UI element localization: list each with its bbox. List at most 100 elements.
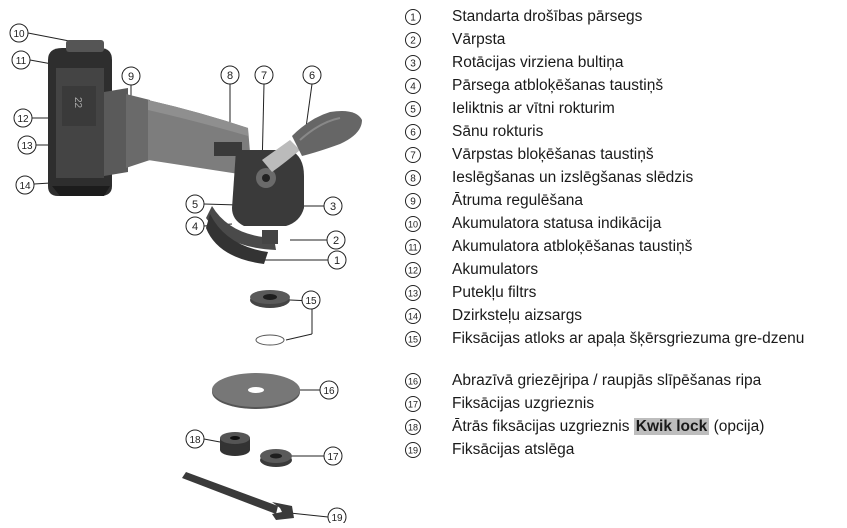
legend-number: 6 — [410, 128, 416, 139]
svg-text:16: 16 — [323, 386, 335, 397]
svg-text:7: 7 — [261, 70, 267, 82]
legend-number: 11 — [408, 243, 417, 253]
legend-number: 16 — [408, 377, 418, 387]
callout-9: 9 — [122, 67, 140, 85]
legend-number-marker: 18 — [404, 417, 422, 435]
legend-number: 8 — [410, 174, 416, 185]
svg-text:9: 9 — [128, 71, 134, 83]
legend-label-part: Ātrās fiksācijas uzgrieznis — [452, 418, 634, 435]
legend-number-marker: 7 — [404, 145, 422, 163]
legend-number-marker: 16 — [404, 371, 422, 389]
legend-label: Ātrās fiksācijas uzgrieznis Kwik lock (o… — [452, 417, 847, 436]
legend-label: Abrazīvā griezējripa / raupjās slīpēšana… — [452, 371, 847, 390]
legend-number-marker: 14 — [404, 306, 422, 324]
legend-label: Pārsega atbloķēšanas taustiņš — [452, 76, 847, 95]
legend-label: Akumulatora statusa indikācija — [452, 214, 847, 233]
legend-number-marker: 6 — [404, 122, 422, 140]
fixing-flange — [250, 290, 290, 345]
legend-number-marker: 5 — [404, 99, 422, 117]
callout-17: 17 — [324, 447, 342, 465]
callout-8: 8 — [221, 66, 239, 84]
battery-pack: 22 — [48, 40, 112, 196]
callout-19: 19 — [328, 508, 346, 523]
callout-16: 16 — [320, 381, 338, 399]
svg-text:19: 19 — [331, 513, 343, 523]
abrasive-disc — [212, 373, 300, 409]
svg-text:15: 15 — [305, 296, 317, 307]
legend-number-marker: 2 — [404, 30, 422, 48]
legend-number-marker: 1 — [404, 7, 422, 25]
legend-number-marker: 4 — [404, 76, 422, 94]
legend-number: 18 — [408, 423, 418, 433]
svg-text:17: 17 — [327, 452, 339, 463]
legend-number: 10 — [408, 220, 418, 230]
callout-4: 4 — [186, 217, 204, 235]
angle-grinder-drawing: 22 — [0, 0, 375, 523]
callout-13: 13 — [18, 136, 36, 154]
legend-label: Standarta drošības pārsegs — [452, 7, 847, 26]
callout-3: 3 — [324, 197, 342, 215]
legend-label: Ātruma regulēšana — [452, 191, 847, 210]
legend-label: Fiksācijas uzgrieznis — [452, 394, 847, 413]
legend-number-marker: 10 — [404, 214, 422, 232]
legend-number-marker: 9 — [404, 191, 422, 209]
legend-number-marker: 13 — [404, 283, 422, 301]
legend-number-marker: 17 — [404, 394, 422, 412]
callout-1: 1 — [328, 251, 346, 269]
svg-text:6: 6 — [309, 70, 315, 82]
legend-label: Sānu rokturis — [452, 122, 847, 141]
svg-text:1: 1 — [334, 255, 340, 267]
legend-number: 5 — [410, 105, 416, 116]
legend-number: 4 — [410, 82, 416, 93]
svg-text:12: 12 — [17, 114, 29, 125]
legend-number: 1 — [410, 13, 416, 24]
svg-text:10: 10 — [13, 29, 25, 40]
svg-text:5: 5 — [192, 199, 198, 211]
svg-text:14: 14 — [19, 181, 31, 192]
legend-label-part: (opcija) — [709, 418, 764, 435]
svg-text:13: 13 — [21, 141, 33, 152]
fixing-nut — [260, 449, 292, 467]
legend-number: 17 — [408, 400, 418, 410]
callout-14: 14 — [16, 176, 34, 194]
svg-text:11: 11 — [16, 56, 27, 67]
legend-label: Vārpsta — [452, 30, 847, 49]
legend-number-marker: 19 — [404, 440, 422, 458]
callout-11: 11 — [12, 51, 30, 69]
legend-label: Vārpstas bloķēšanas taustiņš — [452, 145, 847, 164]
legend-label: Rotācijas virziena bultiņa — [452, 53, 847, 72]
legend-label: Ieslēgšanas un izslēgšanas slēdzis — [452, 168, 847, 187]
legend-number: 19 — [408, 446, 418, 456]
svg-text:3: 3 — [330, 201, 336, 213]
legend-number: 12 — [408, 266, 418, 276]
legend-number: 9 — [410, 197, 416, 208]
callout-5: 5 — [186, 195, 204, 213]
callout-18: 18 — [186, 430, 204, 448]
svg-text:2: 2 — [333, 235, 339, 247]
legend-number-marker: 8 — [404, 168, 422, 186]
legend-label: Fiksācijas atloks ar apaļa šķērsgriezuma… — [452, 329, 847, 348]
legend-label: Putekļu filtrs — [452, 283, 847, 302]
legend-number-marker: 12 — [404, 260, 422, 278]
callout-10: 10 — [10, 24, 28, 42]
legend-number-marker: 15 — [404, 329, 422, 347]
legend-label: Fiksācijas atslēga — [452, 440, 847, 459]
svg-text:4: 4 — [192, 221, 198, 233]
legend-number: 15 — [408, 335, 418, 345]
legend-number-marker: 3 — [404, 53, 422, 71]
fixing-wrench — [182, 472, 294, 520]
legend-number: 3 — [410, 59, 416, 70]
legend-label: Dzirksteļu aizsargs — [452, 306, 847, 325]
brand-highlight: Kwik lock — [634, 418, 710, 435]
side-handle — [262, 111, 362, 172]
legend-label: Ieliktnis ar vītni rokturim — [452, 99, 847, 118]
legend-label: Akumulatora atbloķēšanas taustiņš — [452, 237, 847, 256]
product-illustration: 22 — [0, 0, 375, 523]
kwik-lock-nut — [220, 432, 250, 456]
legend-number: 13 — [408, 289, 418, 299]
svg-text:22: 22 — [72, 97, 83, 109]
svg-text:8: 8 — [227, 70, 233, 82]
legend-number: 2 — [410, 36, 416, 47]
legend-label: Akumulators — [452, 260, 847, 279]
legend-number: 14 — [408, 312, 418, 322]
